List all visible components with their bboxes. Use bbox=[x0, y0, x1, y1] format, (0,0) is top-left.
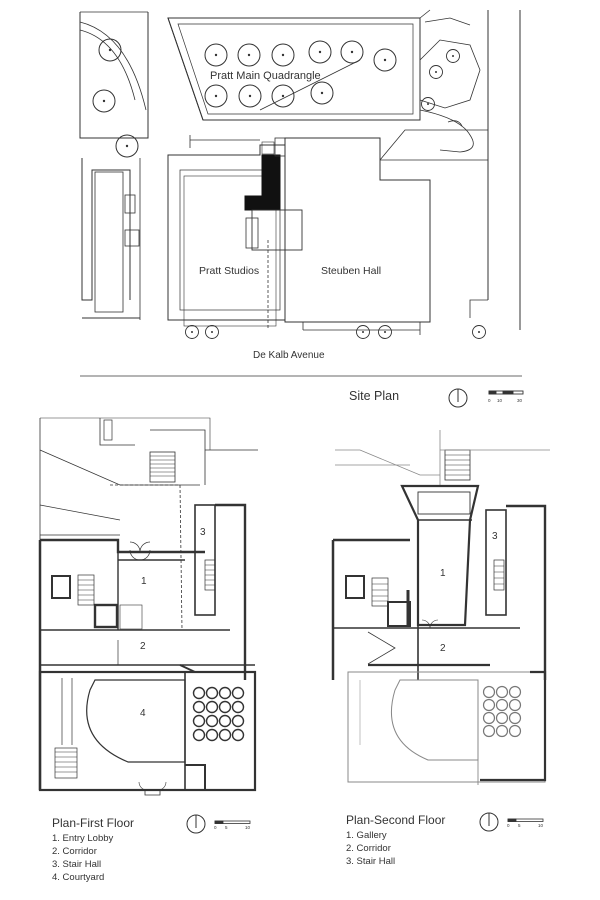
sf-legend-item: 3. Stair Hall bbox=[346, 856, 396, 867]
first-floor-plan bbox=[38, 417, 258, 796]
site-trees bbox=[92, 38, 486, 339]
tree-icon bbox=[378, 325, 392, 339]
scale-label-0: 0 bbox=[488, 398, 491, 403]
scale-bar-icon bbox=[507, 818, 544, 822]
quadrangle-label: Pratt Main Quadrangle bbox=[210, 70, 321, 82]
north-arrow-icon bbox=[186, 814, 206, 834]
studios-label: Pratt Studios bbox=[199, 265, 259, 277]
second-floor-title: Plan-Second Floor bbox=[346, 813, 446, 827]
ff-legend-item: 3. Stair Hall bbox=[52, 859, 102, 870]
tree-icon bbox=[373, 48, 397, 72]
tree-icon bbox=[308, 40, 332, 64]
ff-scale-10: 10 bbox=[245, 825, 251, 830]
ff-legend-item: 4. Courtyard bbox=[52, 872, 105, 883]
first-floor-title: Plan-First Floor bbox=[52, 816, 135, 830]
tree-icon bbox=[446, 49, 460, 63]
ff-room-4: 4 bbox=[140, 708, 146, 719]
north-arrow-icon bbox=[479, 812, 499, 832]
scale-bar-icon bbox=[214, 820, 251, 824]
ff-room-3: 3 bbox=[200, 527, 206, 538]
tree-icon bbox=[271, 84, 295, 108]
tree-icon bbox=[271, 43, 295, 67]
second-floor-plan bbox=[331, 430, 550, 785]
tree-icon bbox=[204, 84, 228, 108]
tree-icon bbox=[429, 65, 443, 79]
sf-room-3: 3 bbox=[492, 531, 498, 542]
sf-scale-5: 5 bbox=[518, 823, 521, 828]
tree-icon bbox=[340, 40, 364, 64]
scale-label-10: 10 bbox=[497, 398, 503, 403]
tree-icon bbox=[185, 325, 199, 339]
tree-icon bbox=[98, 38, 122, 62]
site-plan-title: Site Plan bbox=[349, 389, 399, 403]
steuben-label: Steuben Hall bbox=[321, 265, 381, 277]
north-arrow-icon bbox=[448, 388, 468, 408]
sf-room-2: 2 bbox=[440, 643, 446, 654]
tree-icon bbox=[204, 43, 228, 67]
first-floor-caption: Plan-First Floor 1. Entry Lobby 2. Corri… bbox=[52, 816, 134, 884]
tree-icon bbox=[205, 325, 219, 339]
ff-scale-0: 0 bbox=[214, 825, 217, 830]
second-floor-caption: Plan-Second Floor 1. Gallery 2. Corridor… bbox=[346, 813, 445, 868]
ff-room-2: 2 bbox=[140, 641, 146, 652]
tree-icon bbox=[310, 81, 334, 105]
tree-icon bbox=[237, 43, 261, 67]
sf-legend-item: 1. Gallery bbox=[346, 830, 387, 841]
sf-scale-0: 0 bbox=[507, 823, 510, 828]
sf-room-1: 1 bbox=[440, 568, 446, 579]
tree-icon bbox=[356, 325, 370, 339]
ff-legend-item: 1. Entry Lobby bbox=[52, 833, 114, 844]
tree-icon bbox=[92, 89, 116, 113]
first-floor-tree-grid bbox=[192, 686, 245, 742]
avenue-label: De Kalb Avenue bbox=[253, 350, 325, 361]
site-plan bbox=[79, 9, 522, 377]
sf-scale-10: 10 bbox=[538, 823, 544, 828]
tree-icon bbox=[472, 325, 486, 339]
ff-room-1: 1 bbox=[141, 576, 147, 587]
ff-scale-5: 5 bbox=[225, 825, 228, 830]
sf-legend-item: 2. Corridor bbox=[346, 843, 391, 854]
tree-icon bbox=[238, 84, 262, 108]
scale-label-30: 30 bbox=[517, 398, 523, 403]
second-floor-tree-grid bbox=[482, 685, 522, 738]
scale-bar-icon bbox=[488, 390, 524, 395]
ff-legend-item: 2. Corridor bbox=[52, 846, 97, 857]
